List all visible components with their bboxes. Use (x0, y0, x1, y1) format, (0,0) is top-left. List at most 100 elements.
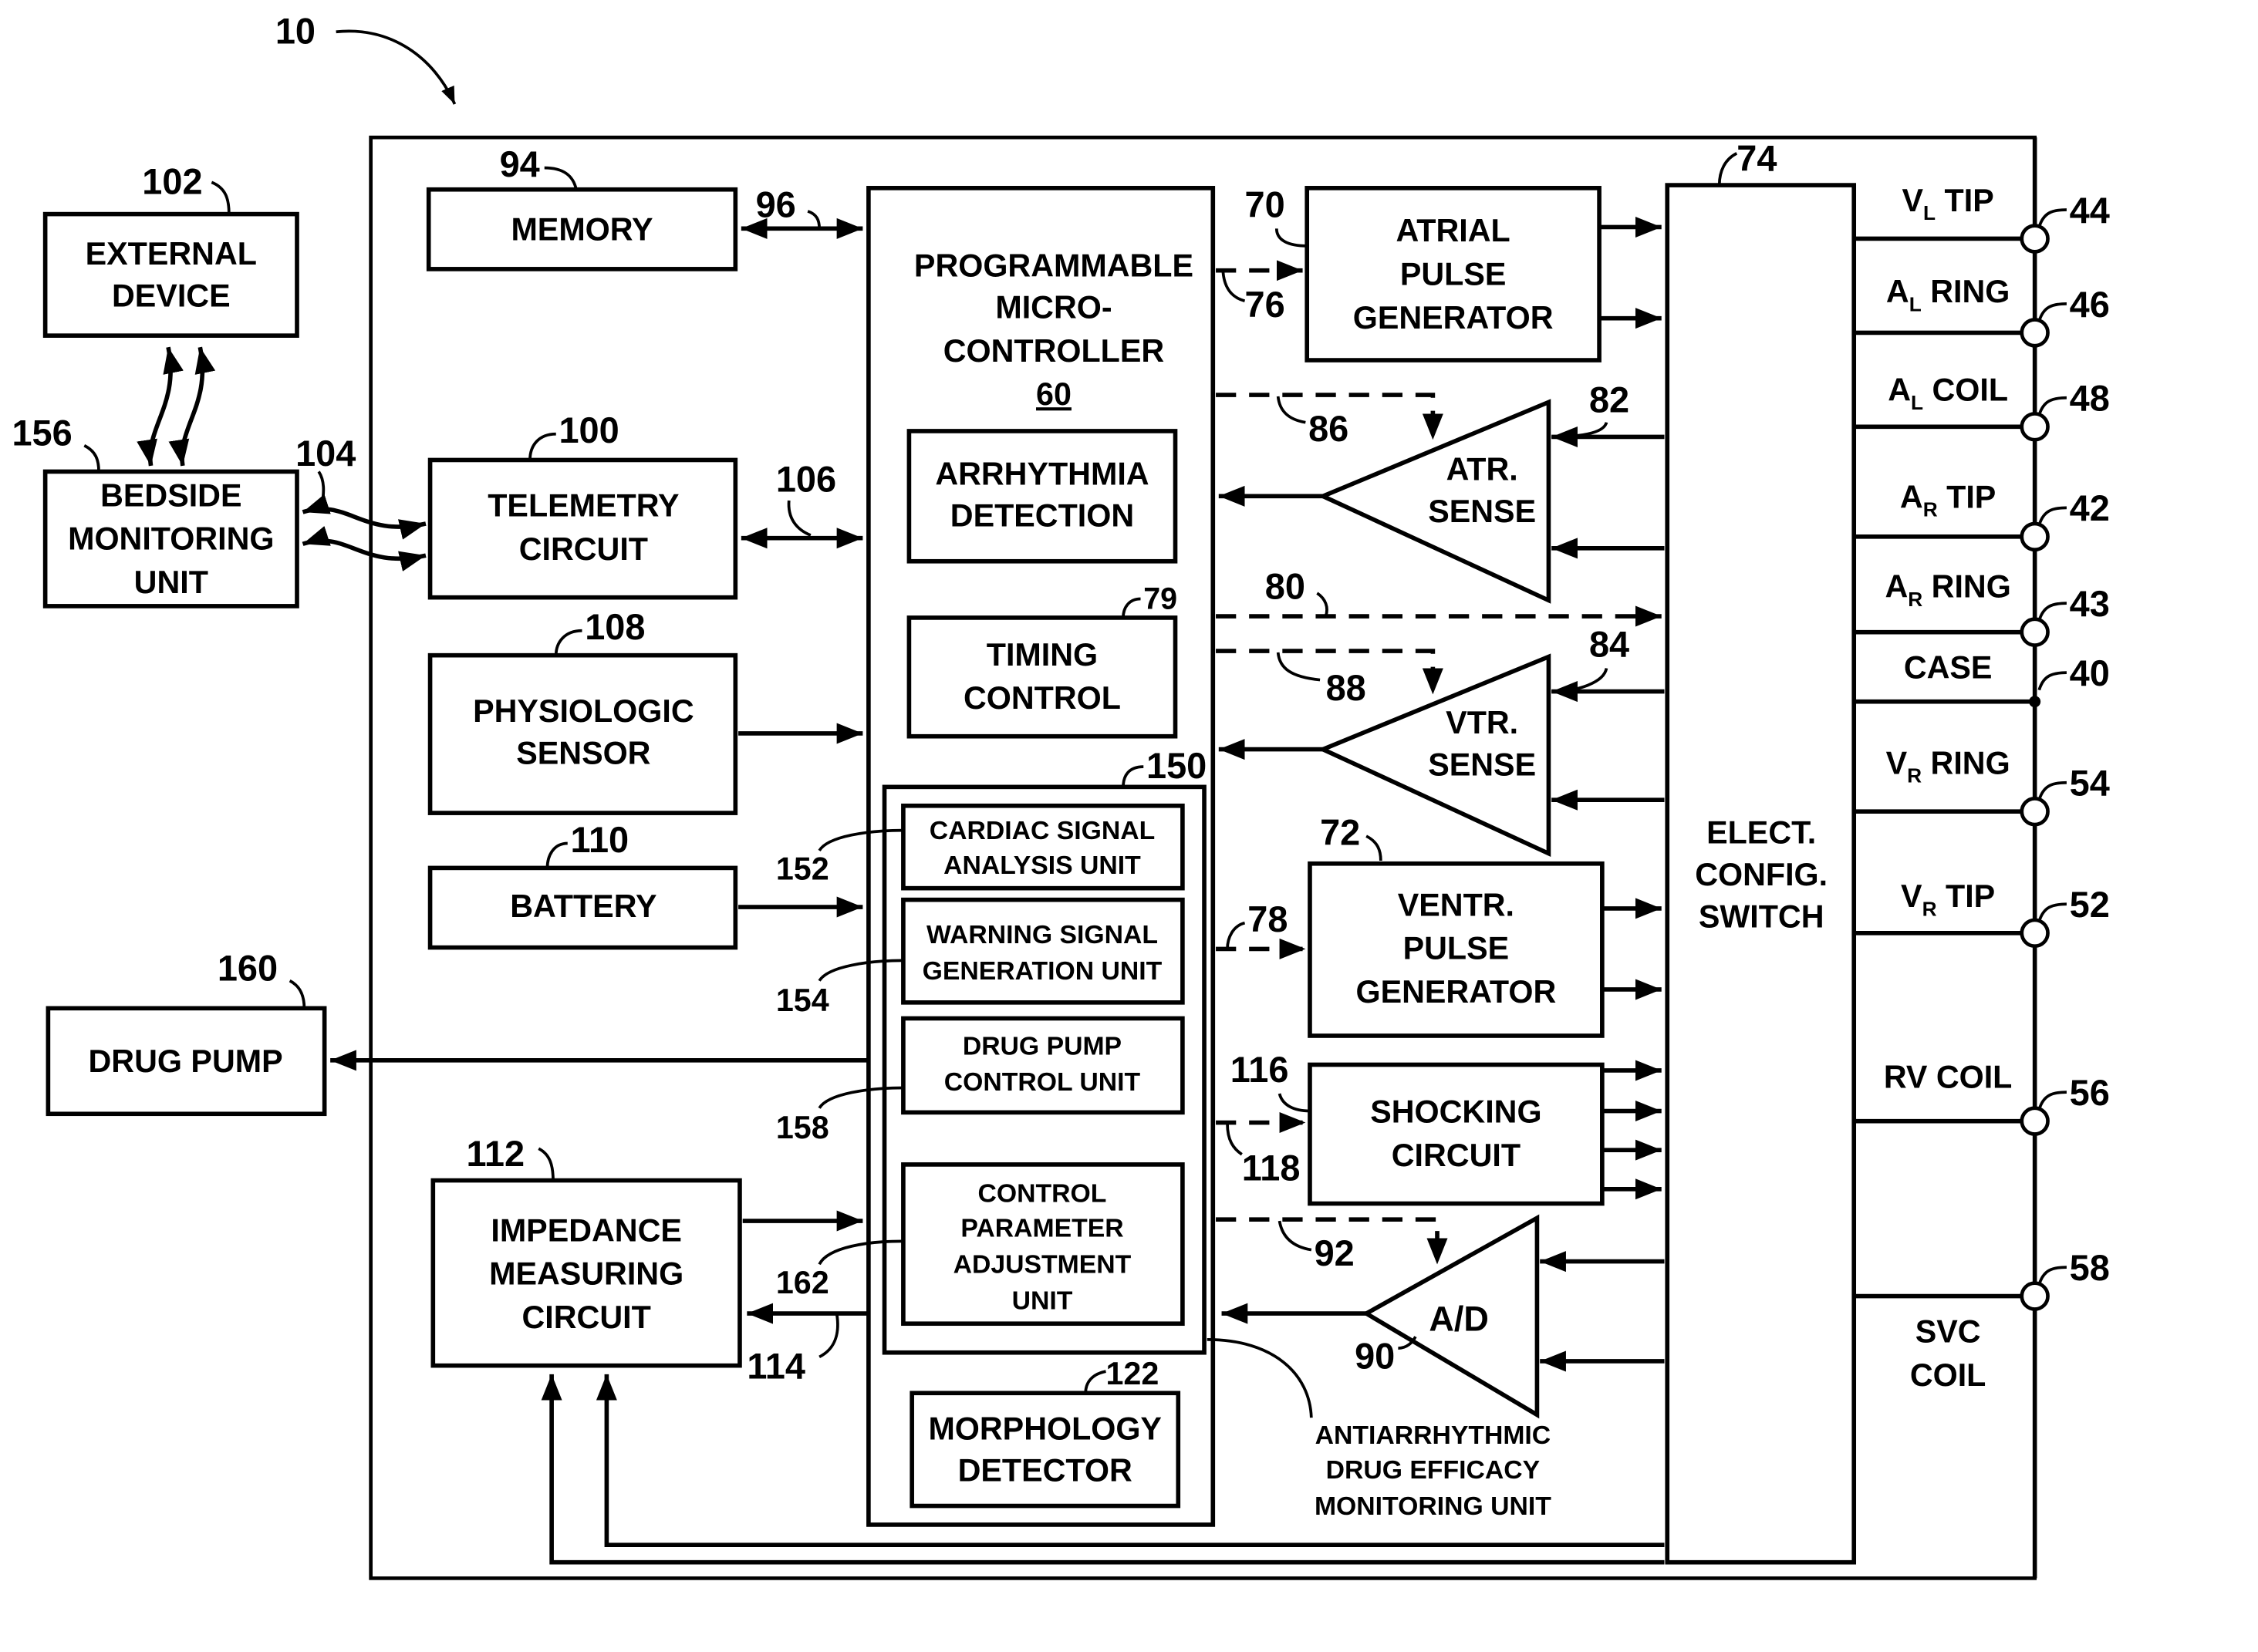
figure-ref-arrow (336, 31, 455, 104)
terminal-ref: 43 (2070, 584, 2110, 624)
ad-ref: 90 (1355, 1336, 1395, 1376)
impedance-label-3: CIRCUIT (521, 1300, 650, 1335)
terminal-ref-leader (2039, 210, 2067, 228)
memory-block: MEMORY 94 (429, 144, 736, 269)
terminal-connector (2022, 524, 2048, 550)
shocking-control-ref: 118 (1242, 1148, 1301, 1188)
terminal-ref-leader (2039, 603, 2067, 621)
drug-pump-block: DRUG PUMP 160 (48, 949, 324, 1114)
terminal-ref-leader (2039, 507, 2067, 525)
impedance-label-1: IMPEDANCE (491, 1212, 682, 1248)
timing-label-2: CONTROL (964, 680, 1121, 716)
telemetry-link-2 (303, 541, 426, 558)
terminal-ref-leader (2039, 904, 2067, 922)
terminal-label: CASE (1904, 650, 1993, 686)
terminal-ref: 44 (2070, 190, 2110, 231)
cpa-label-1: CONTROL (978, 1179, 1107, 1209)
ad-label: A/D (1429, 1300, 1489, 1339)
telemetry-label-1: TELEMETRY (488, 488, 679, 524)
atr-sense-ref: 82 (1589, 380, 1629, 420)
terminal-ref: 56 (2070, 1073, 2110, 1113)
vtr-sense-ref: 84 (1589, 625, 1629, 665)
ad-control-ref: 92 (1315, 1233, 1355, 1273)
cpa-ref: 162 (776, 1265, 829, 1300)
battery-ref: 110 (570, 820, 629, 860)
bedside-label-3: UNIT (134, 565, 208, 600)
lead-terminals: VL TIP44AL RING46AL COIL48AR TIP42AR RIN… (1854, 137, 2110, 1578)
ventr-pg-ref: 72 (1320, 812, 1360, 852)
physiologic-label-2: SENSOR (516, 735, 650, 770)
impedance-control-ref: 114 (747, 1347, 805, 1387)
terminal-connector (2029, 696, 2040, 707)
arrhythmia-label-1: ARRHYTHMIA (935, 456, 1149, 491)
terminal-label: AL COIL (1888, 373, 2008, 414)
vtr-sense-amplifier: VTR. SENSE 84 (1323, 625, 1629, 854)
cpa-label-4: UNIT (1012, 1286, 1073, 1315)
warning-signal-label-1: WARNING SIGNAL (926, 920, 1158, 949)
telemetry-bus-ref: 106 (776, 460, 836, 500)
telemetry-label-2: CIRCUIT (519, 531, 648, 567)
atrial-pg-label-2: PULSE (1400, 257, 1507, 292)
control-parameter-adjustment-unit: CONTROL PARAMETER ADJUSTMENT UNIT 162 (776, 1165, 1183, 1323)
terminal-ref-leader (2039, 1267, 2067, 1285)
terminal-ref: 54 (2070, 764, 2110, 804)
cpa-label-2: PARAMETER (960, 1214, 1123, 1243)
mcu-label-3: CONTROLLER (943, 333, 1164, 369)
terminal-label: COIL (1910, 1357, 1986, 1393)
mcu-label-1: PROGRAMMABLE (914, 248, 1193, 283)
terminal-label: RV COIL (1884, 1059, 2013, 1094)
drug-pump-control-ref: 158 (776, 1110, 829, 1145)
terminal-connector (2022, 1283, 2048, 1310)
switch-label-1: ELECT. (1706, 815, 1816, 851)
drug-efficacy-ref: 150 (1146, 746, 1207, 786)
drug-pump-control-label-2: CONTROL UNIT (944, 1067, 1141, 1097)
cardiac-signal-label-1: CARDIAC SIGNAL (930, 816, 1156, 845)
memory-label: MEMORY (511, 211, 653, 247)
memory-bus-ref: 96 (756, 184, 796, 224)
terminal-label: AR RING (1885, 569, 2010, 611)
external-device-ref: 102 (142, 161, 202, 201)
terminal-connector (2022, 413, 2048, 440)
terminal-connector (2022, 320, 2048, 346)
bedside-monitoring-unit-block: BEDSIDE MONITORING UNIT 156 (12, 413, 297, 606)
terminal-ref-leader (2039, 673, 2067, 690)
atrial-pg-label-3: GENERATOR (1353, 300, 1554, 335)
telemetry-link-1 (303, 509, 426, 527)
telemetry-link-ref: 104 (295, 433, 356, 474)
atrial-pg-ref: 70 (1245, 184, 1285, 224)
atr-sense-control-ref: 86 (1308, 409, 1348, 449)
cardiac-signal-ref: 152 (776, 851, 829, 886)
ventr-pg-label-2: PULSE (1403, 931, 1510, 966)
impedance-label-2: MEASURING (489, 1256, 683, 1292)
impedance-ref: 112 (466, 1134, 525, 1174)
bedside-label-1: BEDSIDE (100, 477, 241, 513)
bedside-ref: 156 (12, 413, 72, 453)
drug-pump-label: DRUG PUMP (89, 1043, 283, 1079)
switch-label-2: CONFIG. (1695, 857, 1828, 892)
morphology-ref: 122 (1105, 1356, 1159, 1391)
arrhythmia-detection-block: ARRHYTHMIA DETECTION (909, 431, 1175, 561)
shocking-label-1: SHOCKING (1370, 1094, 1541, 1130)
external-bedside-link-2 (182, 347, 202, 466)
impedance-measuring-circuit-block: IMPEDANCE MEASURING CIRCUIT 112 (433, 1134, 740, 1366)
physiologic-label-1: PHYSIOLOGIC (473, 693, 694, 729)
vtr-sense-control-ref: 88 (1326, 668, 1366, 708)
battery-label: BATTERY (510, 888, 656, 924)
terminal-ref: 52 (2070, 885, 2110, 925)
atrial-pulse-control-ref: 76 (1245, 285, 1285, 325)
telemetry-circuit-block: TELEMETRY CIRCUIT 100 (430, 410, 736, 598)
vtr-sense-control (1216, 651, 1433, 694)
terminal-label: VR RING (1886, 745, 2010, 787)
terminal-ref: 42 (2070, 488, 2110, 528)
vtr-sense-label-2: SENSE (1428, 747, 1536, 782)
battery-block: BATTERY 110 (430, 820, 736, 948)
drug-pump-control-label-1: DRUG PUMP (963, 1031, 1122, 1060)
terminal-connector (2022, 226, 2048, 252)
drug-efficacy-caption-3: MONITORING UNIT (1315, 1492, 1551, 1521)
terminal-label: AR TIP (1900, 479, 1996, 521)
ventr-pulse-control-ref: 78 (1247, 899, 1288, 939)
switch-label-3: SWITCH (1699, 898, 1824, 934)
physiologic-sensor-block: PHYSIOLOGIC SENSOR 108 (430, 607, 736, 813)
terminal-label: VL TIP (1902, 183, 1994, 224)
memory-ref: 94 (500, 144, 540, 184)
